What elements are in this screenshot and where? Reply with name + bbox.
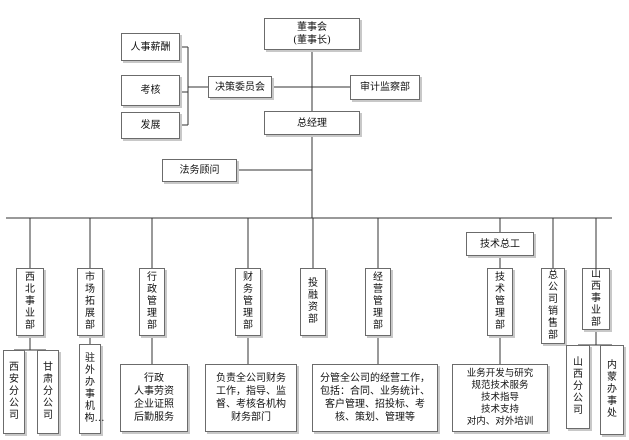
dept-investment-label: 投融资部 xyxy=(308,278,318,325)
decision-committee-label: 决策委员会 xyxy=(215,81,265,93)
board-sublabel: (董事长) xyxy=(293,35,331,46)
sub-inner-mongolia-label: 内蒙办事处 xyxy=(607,360,617,419)
board-box: 董事会 (董事长) xyxy=(264,18,360,50)
dept-operations: 经营管理部 xyxy=(365,268,391,336)
dept-shanxi: 山西事业部 xyxy=(582,268,610,330)
dept-northwest-label: 西北事业部 xyxy=(25,272,35,331)
sub-admin-desc: 行政 人事劳资 企业证照 后勤服务 xyxy=(120,364,188,432)
sub-ops-desc: 分管全公司的经营工作， 包括：合同、业务统计、 客户管理、招投标、考 核、策划、… xyxy=(312,364,438,432)
develop-label: 发展 xyxy=(140,120,161,131)
sub-xian-label: 西安分公司 xyxy=(9,362,19,421)
audit-label: 审计监察部 xyxy=(360,82,410,93)
tech-chief-label: 技术总工 xyxy=(480,238,520,250)
sub-shanxi-branch-label: 山西分公司 xyxy=(573,357,583,416)
assess-box: 考核 xyxy=(121,75,180,106)
dept-shanxi-label: 山西事业部 xyxy=(591,269,601,328)
sub-admin-desc-label: 行政 人事劳资 企业证照 后勤服务 xyxy=(134,373,174,423)
general-manager-label: 总经理 xyxy=(297,117,327,129)
dept-admin: 行政管理部 xyxy=(139,268,165,336)
sub-gansu: 甘肃分公司 xyxy=(37,350,59,434)
dept-operations-label: 经营管理部 xyxy=(373,272,383,331)
sub-shanxi-branch: 山西分公司 xyxy=(566,345,590,429)
audit-box: 审计监察部 xyxy=(350,75,420,100)
general-manager-box: 总经理 xyxy=(264,111,360,135)
dept-market: 市场拓展部 xyxy=(77,268,103,336)
dept-technical: 技术管理部 xyxy=(487,268,513,336)
tech-chief-box: 技术总工 xyxy=(466,232,534,256)
develop-box: 发展 xyxy=(121,112,180,139)
dept-market-label: 市场拓展部 xyxy=(85,272,95,331)
decision-committee-box: 决策委员会 xyxy=(208,76,272,98)
sub-field-office: 驻外办事机构… xyxy=(79,344,105,434)
dept-sales: 总公司销售部 xyxy=(541,268,565,344)
board-label: 董事会 xyxy=(297,22,327,33)
sub-field-office-label: 驻外办事机构… xyxy=(84,353,105,424)
hr-pay-label: 人事薪酬 xyxy=(130,41,171,53)
dept-northwest: 西北事业部 xyxy=(16,268,44,336)
sub-tech-desc: 业务开发与研究 规范技术服务 技术指导 技术支持 对内、对外培训 xyxy=(452,364,548,432)
dept-admin-label: 行政管理部 xyxy=(147,272,157,331)
dept-finance: 财务管理部 xyxy=(235,268,261,336)
assess-label: 考核 xyxy=(140,85,161,96)
legal-box: 法务顾问 xyxy=(162,159,237,182)
sub-finance-desc: 负责全公司财务 工作，指导、监 督、考核各机构 财务部门 xyxy=(205,364,297,432)
sub-gansu-label: 甘肃分公司 xyxy=(43,362,53,421)
sub-xian: 西安分公司 xyxy=(3,350,25,434)
legal-label: 法务顾问 xyxy=(179,165,220,176)
sub-finance-desc-label: 负责全公司财务 工作，指导、监 督、考核各机构 财务部门 xyxy=(216,373,286,423)
dept-sales-label: 总公司销售部 xyxy=(548,270,558,341)
dept-investment: 投融资部 xyxy=(300,268,326,336)
hr-pay-box: 人事薪酬 xyxy=(121,33,180,61)
sub-inner-mongolia: 内蒙办事处 xyxy=(600,345,624,435)
dept-finance-label: 财务管理部 xyxy=(243,272,253,331)
sub-tech-desc-label: 业务开发与研究 规范技术服务 技术指导 技术支持 对内、对外培训 xyxy=(466,368,534,427)
sub-ops-desc-label: 分管全公司的经营工作， 包括：合同、业务统计、 客户管理、招投标、考 核、策划、… xyxy=(320,373,430,423)
dept-technical-label: 技术管理部 xyxy=(495,272,505,331)
